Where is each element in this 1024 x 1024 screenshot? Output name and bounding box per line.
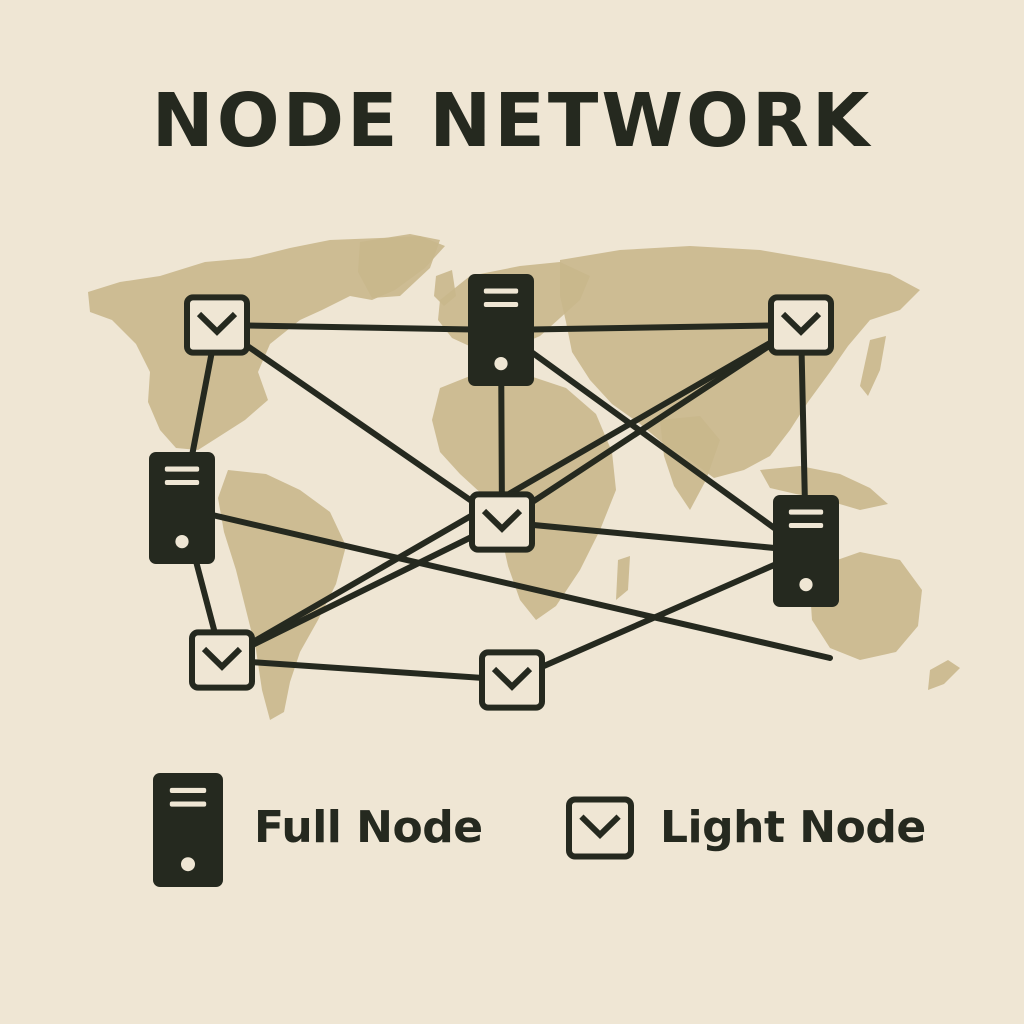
- diagram-title: NODE NETWORK: [151, 78, 873, 164]
- legend-full-node-label: Full Node: [254, 802, 483, 853]
- network-link: [214, 322, 504, 333]
- network-link: [214, 322, 505, 525]
- network-link: [498, 327, 809, 554]
- continent-shape: [358, 234, 440, 298]
- continent-shape: [660, 416, 720, 510]
- continent-shape: [616, 556, 630, 600]
- continent-shape: [434, 270, 456, 306]
- legend-full-node-icon: [153, 773, 223, 887]
- full-node-icon: [149, 452, 215, 564]
- light-node-icon: [479, 649, 545, 711]
- network-links: [179, 322, 833, 683]
- light-node-icon: [469, 491, 535, 553]
- continent-shape: [860, 336, 886, 396]
- full-node-icon: [468, 274, 534, 386]
- continent-shape: [218, 470, 346, 720]
- network-nodes: [149, 274, 839, 711]
- full-node-icon: [773, 495, 839, 607]
- network-link: [499, 519, 809, 554]
- light-node-icon: [184, 294, 250, 356]
- light-node-icon: [768, 294, 834, 356]
- continent-shape: [760, 466, 888, 510]
- network-link: [498, 322, 804, 333]
- continent-shape: [928, 660, 960, 690]
- legend-light-node-icon: [566, 796, 634, 860]
- network-link: [499, 322, 804, 525]
- network-link: [179, 505, 833, 661]
- legend: [153, 773, 634, 887]
- continent-shape: [88, 236, 445, 450]
- network-link: [509, 548, 809, 683]
- network-link: [219, 519, 505, 663]
- legend-light-node-label: Light Node: [660, 802, 926, 853]
- network-link: [219, 657, 515, 683]
- light-node-icon: [189, 629, 255, 691]
